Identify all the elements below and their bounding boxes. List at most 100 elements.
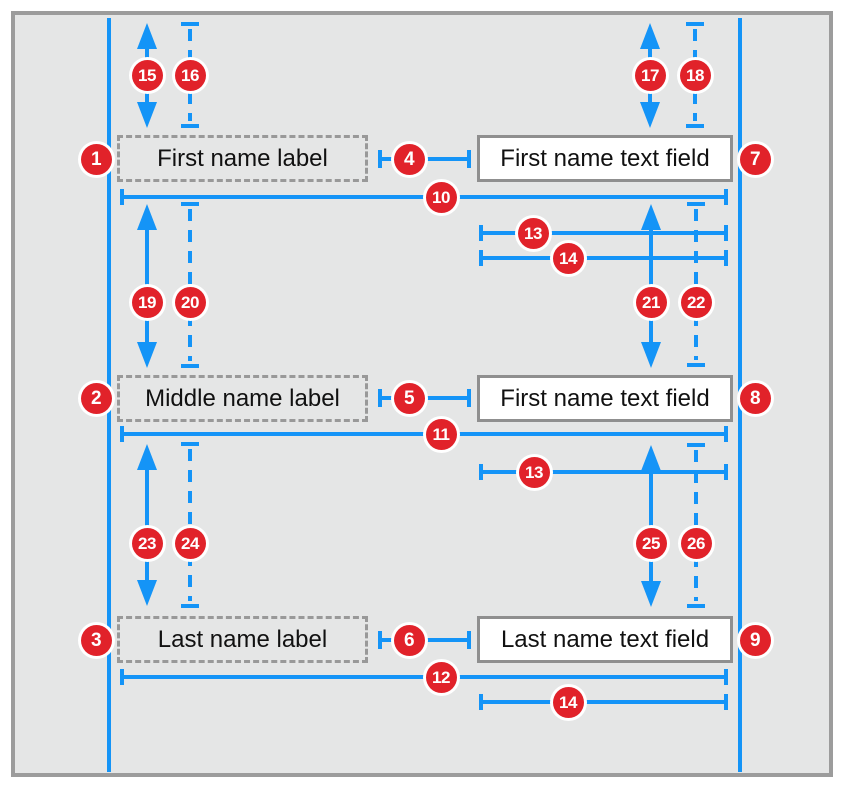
arrow-shaft	[649, 465, 653, 587]
constraint-badge-8: 8	[739, 382, 771, 414]
v-dashed-measure-24	[181, 442, 199, 608]
measure-cap-right-14b	[724, 694, 728, 710]
t-cap-top	[686, 22, 704, 26]
constraint-badge-14b: 14	[552, 686, 584, 718]
t-cap-top	[181, 22, 199, 26]
first-name-label-box: First name label	[117, 135, 368, 182]
h-spacing-cap-right-5	[467, 389, 471, 407]
field-width-measure-line-13a	[479, 231, 728, 235]
dashed-segment	[188, 209, 192, 361]
arrowhead-up-icon	[137, 444, 157, 470]
arrowhead-up-icon	[641, 445, 661, 471]
row-width-measure-line-12	[120, 675, 728, 679]
constraint-badge-7: 7	[739, 143, 771, 175]
t-cap-bottom	[181, 604, 199, 608]
constraint-badge-11: 11	[425, 418, 457, 450]
arrow-shaft	[145, 464, 149, 586]
v-dashed-measure-22	[687, 202, 705, 367]
measure-cap-right-11	[724, 426, 728, 442]
last-name-label-text: Last name label	[157, 625, 328, 653]
first-name-label-text: First name label	[157, 144, 328, 172]
constraint-badge-3: 3	[80, 624, 112, 656]
last-name-label-box: Last name label	[117, 616, 368, 663]
arrowhead-down-icon	[640, 102, 660, 128]
constraint-badge-19: 19	[131, 286, 163, 318]
field-width-measure-line-13b	[479, 470, 728, 474]
constraint-badge-2: 2	[80, 382, 112, 414]
middle-row-text-field-text: First name text field	[500, 384, 710, 412]
arrow-shaft	[649, 224, 653, 348]
constraint-badge-23: 23	[131, 527, 163, 559]
measure-cap-left-13b	[479, 464, 483, 480]
measure-cap-left-11	[120, 426, 124, 442]
constraint-badge-10: 10	[425, 181, 457, 213]
t-cap-bottom	[687, 604, 705, 608]
arrowhead-up-icon	[137, 23, 157, 49]
t-cap-top	[687, 443, 705, 447]
constraint-badge-1: 1	[80, 143, 112, 175]
arrowhead-down-icon	[137, 102, 157, 128]
v-spacing-arrow-19	[137, 204, 157, 368]
constraint-badge-24: 24	[174, 527, 206, 559]
h-spacing-cap-right-4	[467, 150, 471, 168]
constraint-badge-22: 22	[680, 286, 712, 318]
v-spacing-arrow-25	[641, 445, 661, 607]
constraint-badge-13a: 13	[517, 217, 549, 249]
arrowhead-down-icon	[641, 342, 661, 368]
measure-cap-left-10	[120, 189, 124, 205]
h-spacing-cap-left-6	[378, 631, 382, 649]
constraint-badge-12: 12	[425, 661, 457, 693]
dashed-segment	[694, 450, 698, 601]
field-width-measure-line-14a	[479, 256, 728, 260]
t-cap-bottom	[687, 363, 705, 367]
h-spacing-cap-left-4	[378, 150, 382, 168]
measure-cap-right-12	[724, 669, 728, 685]
arrowhead-down-icon	[137, 342, 157, 368]
last-name-text-field-box: Last name text field	[477, 616, 733, 663]
t-cap-top	[181, 442, 199, 446]
first-name-text-field-text: First name text field	[500, 144, 710, 172]
middle-row-text-field-box: First name text field	[477, 375, 733, 422]
constraint-badge-9: 9	[739, 624, 771, 656]
constraint-badge-13b: 13	[518, 456, 550, 488]
t-cap-top	[181, 202, 199, 206]
arrowhead-down-icon	[137, 580, 157, 606]
constraint-badge-18: 18	[679, 59, 711, 91]
measure-cap-left-14b	[479, 694, 483, 710]
last-name-text-field-text: Last name text field	[500, 625, 710, 653]
constraint-badge-4: 4	[393, 143, 425, 175]
h-spacing-cap-right-6	[467, 631, 471, 649]
middle-name-label-box: Middle name label	[117, 375, 368, 422]
h-spacing-line-5	[378, 396, 471, 400]
t-cap-bottom	[181, 364, 199, 368]
v-dashed-measure-26	[687, 443, 705, 608]
h-spacing-cap-left-5	[378, 389, 382, 407]
constraint-badge-14a: 14	[552, 242, 584, 274]
t-cap-bottom	[181, 124, 199, 128]
dashed-segment	[188, 449, 192, 601]
arrowhead-up-icon	[137, 204, 157, 230]
field-width-measure-line-14b	[479, 700, 728, 704]
measure-cap-left-13a	[479, 225, 483, 241]
measure-cap-left-14a	[479, 250, 483, 266]
row-width-measure-line-11	[120, 432, 728, 436]
measure-cap-right-13a	[724, 225, 728, 241]
constraint-badge-25: 25	[635, 527, 667, 559]
constraint-badge-21: 21	[635, 286, 667, 318]
constraint-badge-20: 20	[174, 286, 206, 318]
arrow-shaft	[145, 224, 149, 348]
measure-cap-right-13b	[724, 464, 728, 480]
constraint-badge-5: 5	[393, 382, 425, 414]
first-name-text-field-box: First name text field	[477, 135, 733, 182]
constraint-badge-6: 6	[393, 624, 425, 656]
arrowhead-down-icon	[641, 581, 661, 607]
measure-cap-right-14a	[724, 250, 728, 266]
t-cap-bottom	[686, 124, 704, 128]
arrowhead-up-icon	[641, 204, 661, 230]
row-width-measure-line-10	[120, 195, 728, 199]
constraint-badge-15: 15	[131, 59, 163, 91]
constraint-badge-17: 17	[634, 59, 666, 91]
t-cap-top	[687, 202, 705, 206]
v-spacing-arrow-21	[641, 204, 661, 368]
